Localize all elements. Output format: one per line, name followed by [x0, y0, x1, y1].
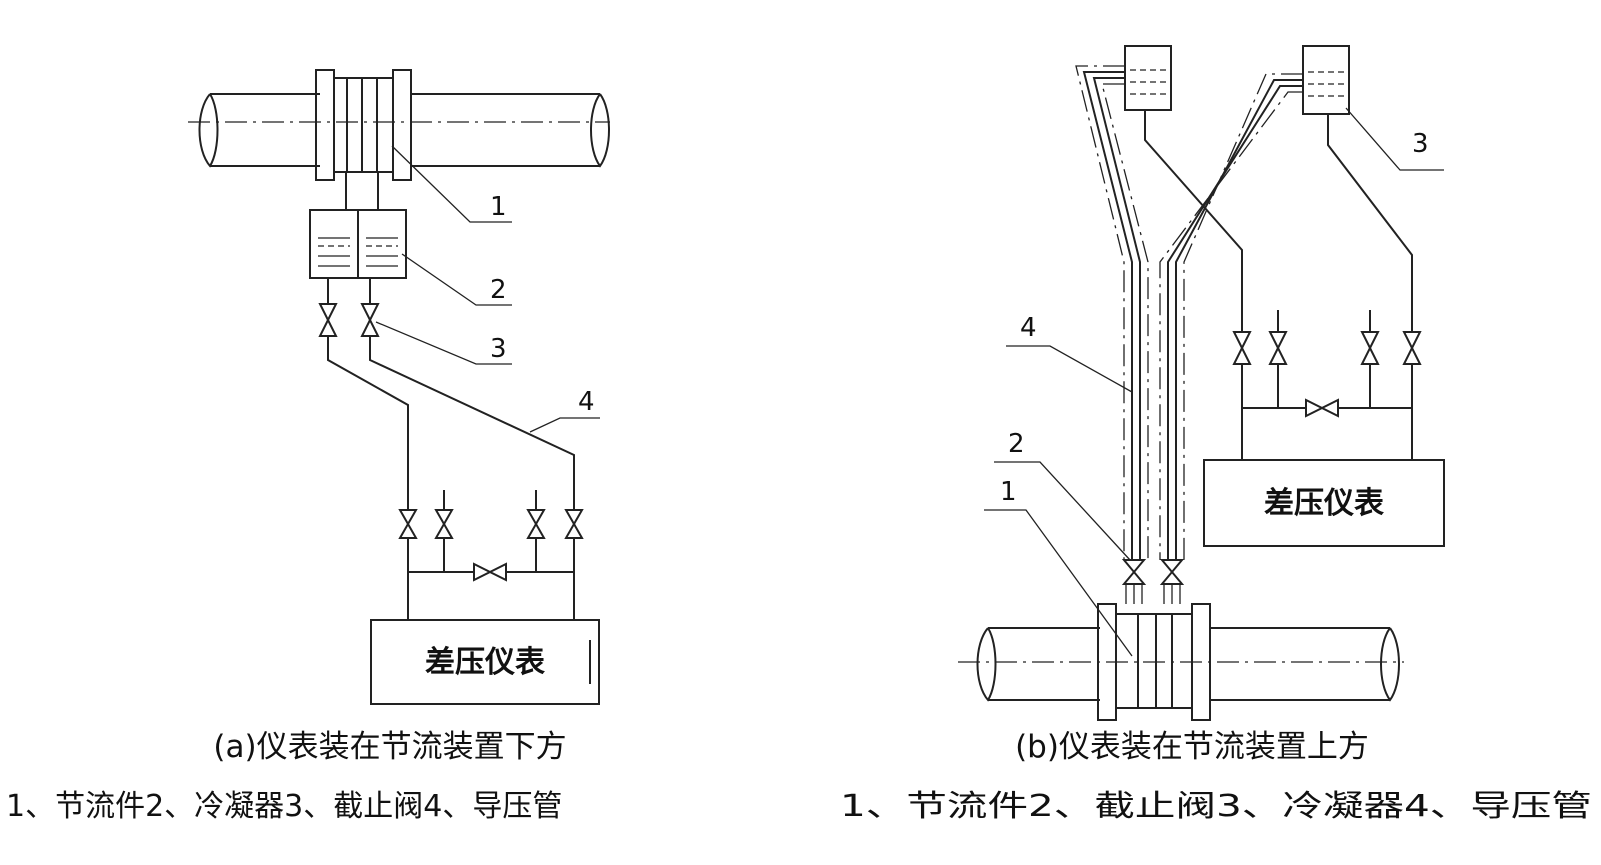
label-a-2: 2	[490, 275, 507, 305]
manifold-valve-a1	[398, 509, 418, 539]
equalizing-valve-b	[1305, 398, 1339, 418]
impulse-line-b-left	[1075, 65, 1149, 560]
manifold-valve-a2	[434, 490, 454, 539]
label-b-1: 1	[1000, 477, 1017, 507]
panel-a: 差压仪表 1 2 3 4 (a)仪表装在节流装置下方 1、节流件2、冷凝器3、截…	[6, 69, 610, 824]
manifold-valve-b1	[1232, 331, 1252, 365]
stop-valve-a-left	[318, 303, 338, 337]
orifice-plate-a	[315, 69, 412, 181]
instrument-label-a: 差压仪表	[425, 645, 545, 680]
equalizing-valve-a	[473, 562, 507, 582]
label-a-3: 3	[490, 334, 507, 364]
caption-b: (b)仪表装在节流装置上方	[1015, 729, 1369, 765]
legend-a: 1、节流件2、冷凝器3、截止阀4、导压管	[6, 789, 562, 824]
impulse-line-b-right	[1159, 73, 1303, 560]
condenser-b-left	[1124, 45, 1172, 111]
stop-valve-b-right	[1159, 559, 1185, 585]
label-b-4: 4	[1020, 313, 1037, 343]
stop-valve-a-right	[360, 303, 380, 337]
condenser-a	[309, 209, 407, 279]
label-b-2: 2	[1008, 429, 1025, 459]
instrument-box-b	[1203, 459, 1445, 547]
label-a-4: 4	[578, 387, 595, 417]
panel-b: 差压仪表 3 4 2 1 (b)仪表装在节流装置上方 1、节流件2、截止阀3、冷…	[840, 45, 1592, 824]
label-a-1: 1	[490, 192, 507, 222]
stop-valve-b-left	[1121, 559, 1147, 585]
main-pipe-a	[188, 93, 610, 168]
main-pipe-b	[958, 627, 1404, 702]
instrument-box-a	[370, 619, 600, 705]
orifice-plate-b	[1097, 603, 1211, 721]
legend-b: 1、节流件2、截止阀3、冷凝器4、导压管	[840, 789, 1592, 824]
caption-a: (a)仪表装在节流装置下方	[213, 729, 566, 765]
condenser-b-right	[1302, 45, 1350, 115]
instrument-label-b: 差压仪表	[1264, 486, 1384, 521]
manifold-valve-b3	[1360, 310, 1380, 365]
manifold-valve-b2	[1268, 310, 1288, 365]
manifold-valve-a4	[564, 509, 584, 539]
manifold-valve-a3	[526, 490, 546, 539]
manifold-valve-b4	[1402, 331, 1422, 365]
label-b-3: 3	[1412, 129, 1429, 159]
